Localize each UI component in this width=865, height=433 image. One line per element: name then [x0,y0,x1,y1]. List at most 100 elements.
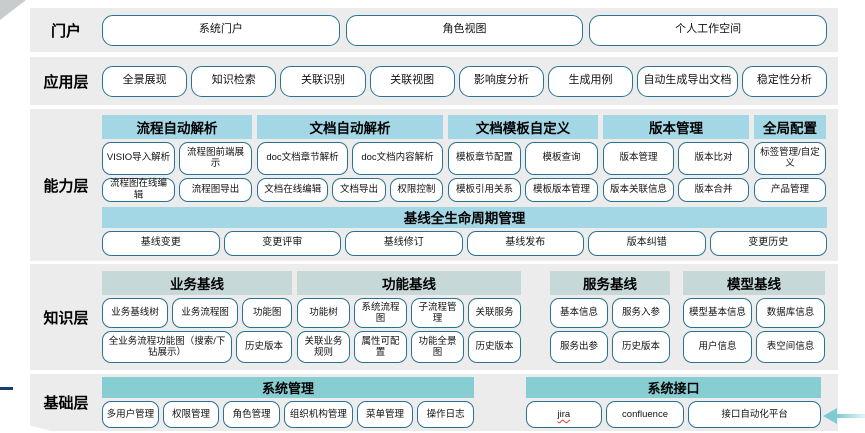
item-button[interactable]: VISIO导入解析 [102,141,175,175]
item-button[interactable]: 多用户管理 [102,401,159,428]
group-header: 全局配置 [754,114,826,139]
item-button[interactable]: 文档导出 [332,177,386,202]
group: 功能基线功能树系统流程图子流程管理关联服务关联业务规则属性可配置功能全景图历史版… [297,271,521,363]
item-button[interactable]: 系统流程图 [354,298,407,328]
item-button[interactable]: 模型基本信息 [683,298,752,328]
group: 基线全生命周期管理基线变更变更评审基线修订基线发布版本纠错变更历史 [102,206,827,256]
group-header: 系统接口 [526,377,821,398]
item-button[interactable]: 历史版本 [612,331,670,363]
item-button[interactable]: 模板版本管理 [525,177,598,202]
group-header: 版本管理 [603,114,749,139]
item-button[interactable]: 流程图在线编辑 [102,177,175,202]
group: 模型基线模型基本信息数据库信息用户信息表空间信息 [683,271,825,363]
group: 服务基线基本信息服务入参服务出参历史版本 [550,271,670,363]
item-button[interactable]: 服务出参 [550,331,608,363]
item-button[interactable]: 操作日志 [417,401,474,428]
item-button[interactable]: confluence [605,401,685,428]
item-button[interactable]: 标签管理/自定义 [754,141,826,175]
group: 全景展现知识检索关联识别关联视图影响度分析生成用例自动生成导出文档稳定性分析 [102,65,827,97]
item-button[interactable]: 版本比对 [678,141,749,175]
item-button[interactable]: 菜单管理 [356,401,414,428]
group-header: 功能基线 [297,271,521,295]
item-button[interactable]: 基线变更 [102,230,220,256]
bottom-accent-line [0,387,13,390]
item-button[interactable]: 变更历史 [709,230,827,256]
layer-base: 基础层系统管理多用户管理权限管理角色管理组织机构管理菜单管理操作日志 系统接口 ji… [30,374,838,431]
group-header: 流程自动解析 [102,114,252,139]
item-button[interactable]: 文档在线编辑 [257,177,329,202]
item-button[interactable]: 自动生成导出文档 [637,65,738,97]
left-arrow-icon [823,408,837,424]
item-button[interactable]: doc文档内容解析 [352,141,443,175]
group-header: 系统管理 [102,377,474,398]
corner-decoration [0,0,26,20]
group: 文档模板自定义模板章节配置模板查询模板引用关系模板版本管理 [448,114,598,202]
item-button[interactable]: 知识检索 [191,65,277,97]
item-button[interactable]: 接口自动化平台 [688,401,821,428]
item-button[interactable]: 影响度分析 [458,65,544,97]
item-button[interactable]: 关联服务 [468,298,521,328]
item-button[interactable]: 基线发布 [466,230,584,256]
group-header: 服务基线 [550,271,670,295]
item-button[interactable]: 历史版本 [468,331,521,363]
item-button[interactable]: 功能全景图 [411,331,464,363]
item-button[interactable]: 组织机构管理 [283,401,353,428]
layer-label-knowledge: 知识层 [43,309,89,327]
layer-label-capability: 能力层 [43,177,89,195]
item-button[interactable]: 版本合并 [678,177,749,202]
item-button[interactable]: 稳定性分析 [741,65,827,97]
item-button[interactable]: 角色管理 [223,401,280,428]
item-button[interactable]: 基本信息 [550,298,608,328]
layer-label-portal: 门户 [50,22,81,40]
item-button[interactable]: 功能图 [242,298,293,328]
item-button[interactable]: 服务入参 [612,298,670,328]
group-header: 业务基线 [102,271,292,295]
item-button[interactable]: 全景展现 [102,65,188,97]
item-button[interactable]: 版本关联信息 [603,177,674,202]
layer-portal: 门户 系统门户角色视图个人工作空间 [30,8,838,52]
item-button[interactable]: 业务流程图 [172,298,239,328]
item-button[interactable]: 变更评审 [223,230,341,256]
item-button[interactable]: 权限管理 [162,401,220,428]
item-button[interactable]: 属性可配置 [354,331,407,363]
item-button[interactable]: 关联业务规则 [297,331,350,363]
item-button[interactable]: 模板查询 [525,141,598,175]
item-button[interactable]: 流程图导出 [179,177,252,202]
group: 业务基线业务基线树业务流程图功能图全业务流程功能图（搜索/下钻展示）历史版本 [102,271,293,363]
item-button[interactable]: 生成用例 [547,65,634,97]
item-button[interactable]: 表空间信息 [756,331,825,363]
item-button[interactable]: 功能树 [297,298,350,328]
item-button[interactable]: 基线修订 [345,230,463,256]
item-button[interactable]: doc文档章节解析 [257,141,348,175]
group: 版本管理版本管理版本比对版本关联信息版本合并 [603,114,749,202]
item-button[interactable]: 系统门户 [102,14,340,46]
item-button[interactable]: 产品管理 [754,177,826,202]
item-button[interactable]: 个人工作空间 [589,14,828,46]
item-button[interactable]: 关联视图 [369,65,455,97]
group: 系统管理多用户管理权限管理角色管理组织机构管理菜单管理操作日志 [102,377,474,428]
item-button[interactable]: 子流程管理 [411,298,464,328]
item-button[interactable]: 角色视图 [345,14,584,46]
group: 全局配置标签管理/自定义产品管理 [754,114,826,202]
item-button[interactable]: 版本管理 [603,141,674,175]
item-button[interactable]: 版本纠错 [588,230,706,256]
item-button[interactable]: 模板章节配置 [448,141,521,175]
group: 系统门户角色视图个人工作空间 [102,14,828,46]
item-button[interactable]: 数据库信息 [756,298,825,328]
item-button[interactable]: 全业务流程功能图（搜索/下钻展示） [102,331,233,363]
item-button[interactable]: 用户信息 [683,331,752,363]
group-header: 模型基线 [683,271,825,295]
item-button[interactable]: 关联识别 [280,65,366,97]
item-button[interactable]: 权限控制 [389,177,443,202]
left-arrow-tail [837,414,865,418]
item-button[interactable]: 流程图前端展示 [179,141,252,175]
item-button[interactable]: 模板引用关系 [448,177,521,202]
item-button[interactable]: 历史版本 [236,331,292,363]
item-button[interactable]: jira [526,401,602,428]
layer-label-base: 基础层 [43,395,89,412]
item-button[interactable]: 业务基线树 [102,298,169,328]
